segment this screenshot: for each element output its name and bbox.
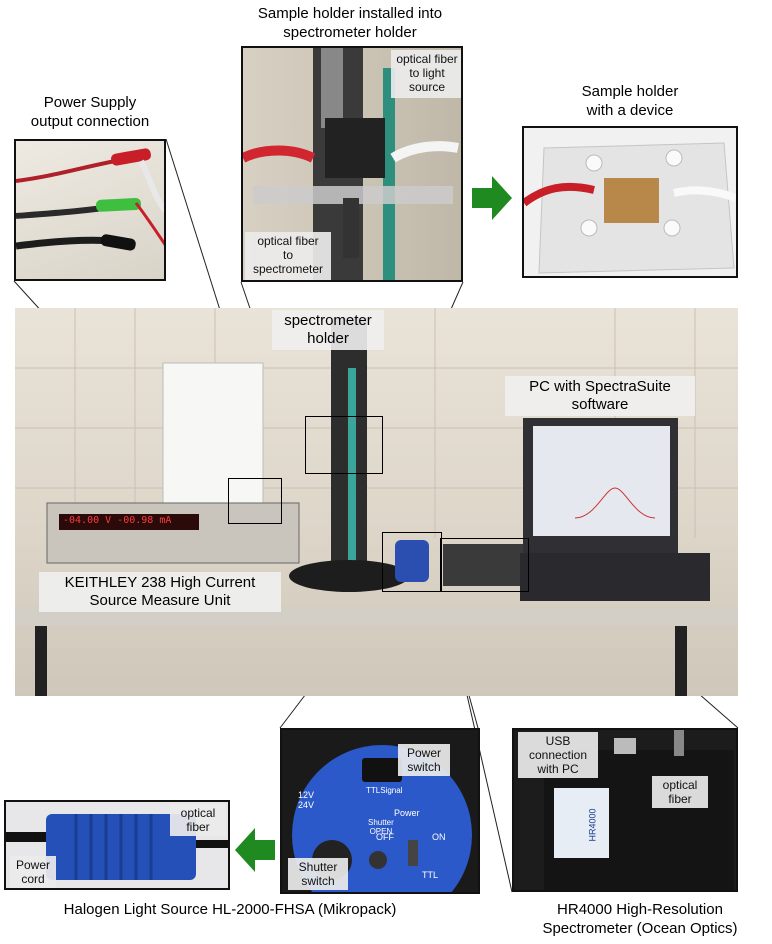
highlight-power-connection — [228, 478, 282, 524]
caption-halogen: Halogen Light Source HL-2000-FHSA (Mikro… — [63, 901, 397, 918]
holder-device-graphic — [524, 142, 736, 274]
panel-shutter-text: Shutter OPEN — [368, 818, 394, 836]
caption-sample-holder-installed: Sample holder installed into spectromete… — [257, 5, 443, 41]
power-supply-cables-graphic — [16, 148, 164, 251]
panel-on-text: ON — [432, 832, 446, 842]
hr4000-photo: HR4000 USB connection with PC optical fi… — [512, 728, 738, 892]
highlight-spectrometer-holder — [305, 416, 383, 474]
caption-sample-holder-device: Sample holder with a device — [581, 83, 679, 119]
panel-off-text: OFF — [376, 832, 394, 842]
light-source-panel-graphic — [292, 745, 472, 892]
green-arrow-right-icon — [472, 176, 512, 220]
main-lab-photo: spectrometer holder PC with SpectraSuite… — [15, 308, 738, 696]
halogen-light-source-photo: optical fiber Power cord — [4, 800, 230, 890]
panel-signal-text: TTLSignal — [366, 786, 403, 795]
label-power-cord: Power cord — [10, 856, 56, 888]
label-spectrometer-holder: spectrometer holder — [272, 310, 384, 350]
panel-ttl-text: TTL — [422, 870, 439, 880]
sample-holder-installed-photo: optical fiber to light source optical fi… — [241, 46, 463, 282]
label-usb-connection: USB connection with PC — [518, 732, 598, 778]
caption-power-supply: Power Supply output connection — [30, 94, 150, 130]
keithley-display: -04.00 V -00.98 mA — [63, 515, 172, 526]
label-shutter-switch: Shutter switch — [288, 858, 348, 890]
green-arrow-left-icon — [235, 828, 275, 872]
power-supply-photo — [14, 139, 166, 281]
label-fiber-to-light: optical fiber to light source — [391, 50, 461, 98]
label-pc: PC with SpectraSuite software — [505, 376, 695, 416]
sample-holder-device-photo — [522, 126, 738, 278]
caption-hr4000: HR4000 High-Resolution Spectrometer (Oce… — [542, 901, 738, 937]
label-keithley: KEITHLEY 238 High Current Source Measure… — [39, 572, 281, 612]
label-fiber-to-spectrometer: optical fiber to spectrometer — [245, 232, 331, 280]
highlight-light-source — [382, 532, 442, 592]
panel-power-text: Power — [394, 808, 420, 818]
label-optical-fiber-halogen: optical fiber — [170, 804, 226, 836]
hr4000-device-text: HR4000 — [587, 808, 598, 842]
label-optical-fiber-spectrometer: optical fiber — [652, 776, 708, 808]
main-lab-graphic — [15, 308, 738, 696]
halogen-graphic — [6, 814, 228, 880]
highlight-spectrometer — [440, 538, 529, 592]
light-source-panel-photo: 12V 24V TTLSignal Power OFF ON Shutter O… — [280, 728, 480, 894]
holder-installed-graphic — [243, 48, 459, 280]
panel-voltage-text: 12V 24V — [298, 790, 315, 810]
label-power-switch: Power switch — [398, 744, 450, 776]
